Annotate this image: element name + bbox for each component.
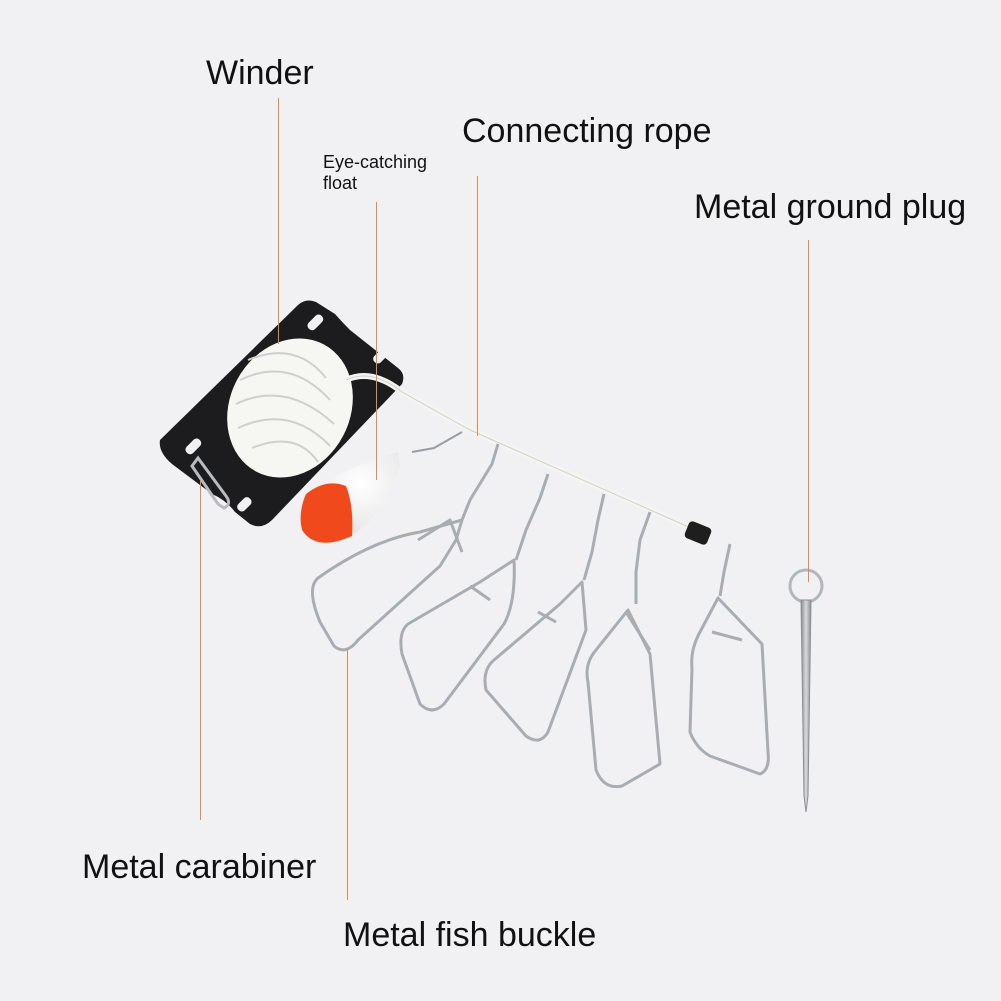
float-icon — [300, 431, 463, 543]
rope-icon — [343, 373, 712, 545]
rope-leader-line — [477, 176, 478, 436]
ground-plug-leader-line — [808, 240, 809, 582]
carabiner-label: Metal carabiner — [82, 848, 317, 886]
carabiner-icon — [190, 455, 231, 510]
connecting-rope-label: Connecting rope — [462, 112, 712, 150]
fish-buckle-leader-line — [347, 650, 348, 900]
fish-buckle-icon — [311, 443, 770, 789]
ground-plug-label: Metal ground plug — [694, 188, 967, 226]
ground-plug-icon — [788, 568, 824, 813]
winder-label: Winder — [206, 54, 314, 92]
fish-buckle-label: Metal fish buckle — [343, 916, 597, 954]
carabiner-leader-line — [200, 480, 201, 820]
float-label-line2: float — [323, 172, 358, 193]
winder-leader-line — [278, 98, 279, 344]
winder-icon — [159, 300, 404, 527]
float-label-line1: Eye-catching — [323, 152, 428, 172]
float-leader-line — [376, 202, 377, 480]
float-label: Eye-catching float — [323, 152, 427, 193]
